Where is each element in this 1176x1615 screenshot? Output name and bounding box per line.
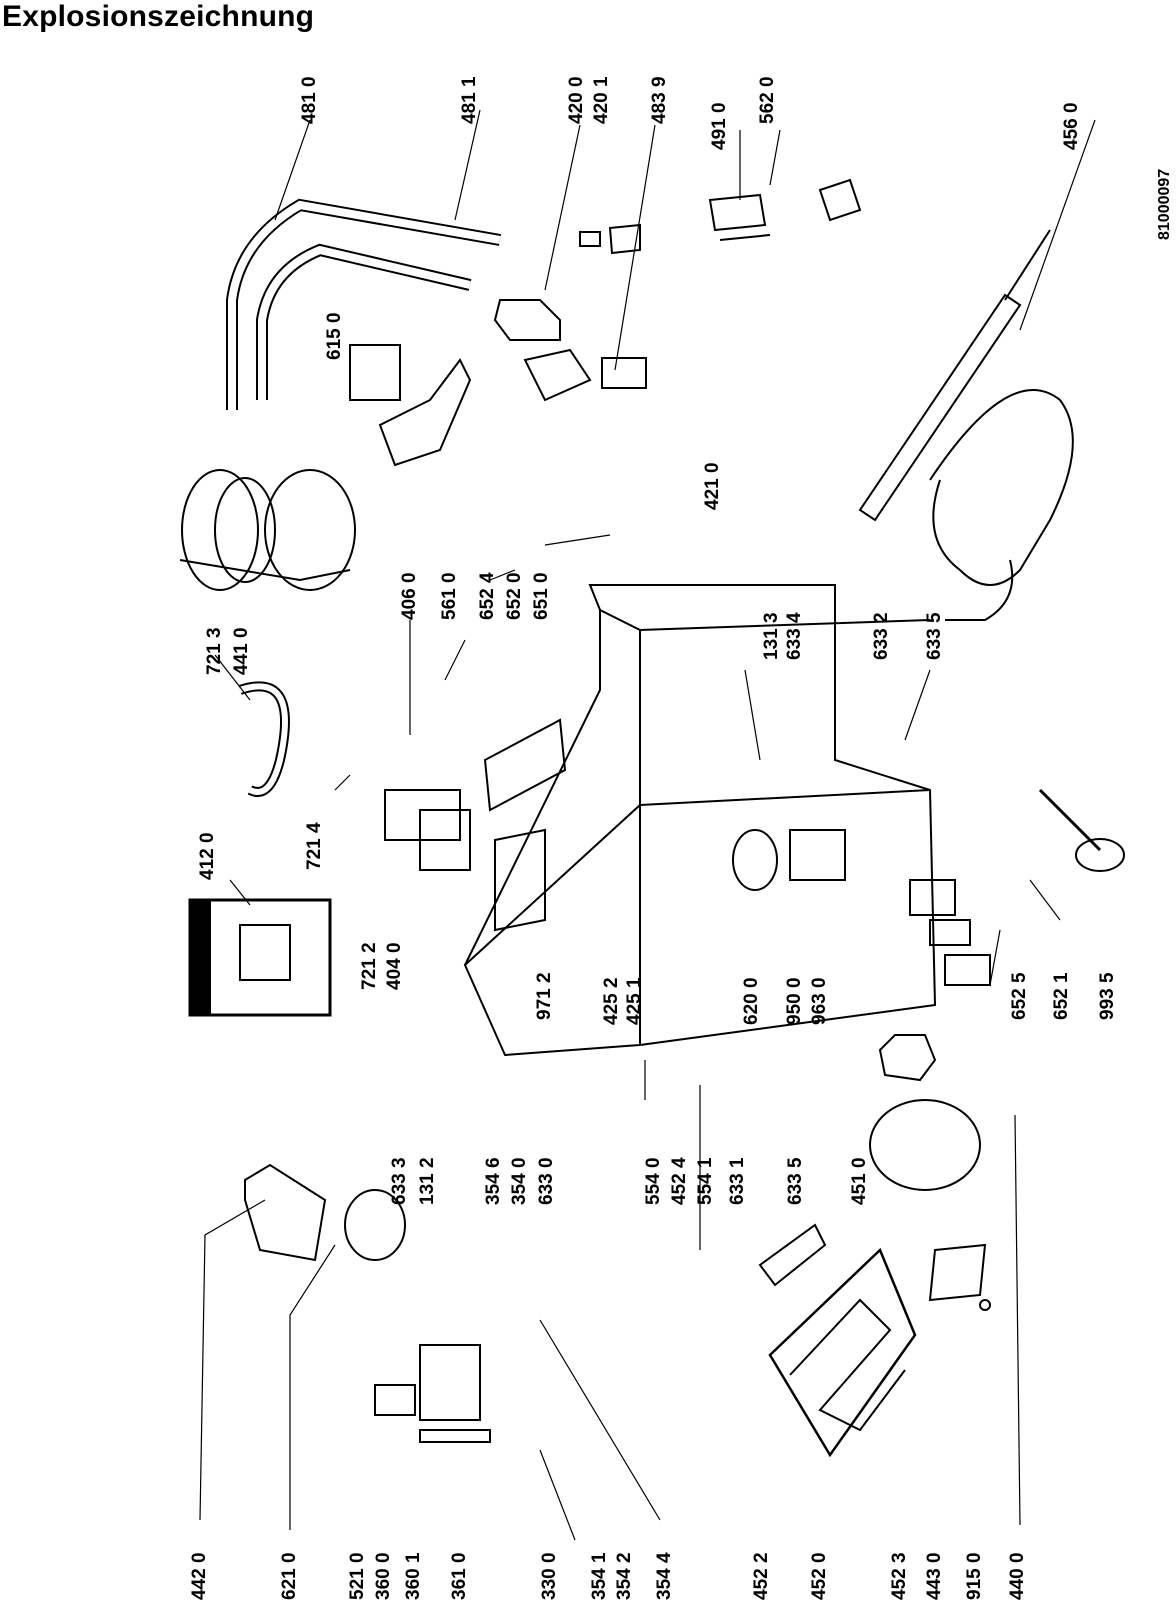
part-label: 425 1 <box>624 977 645 1025</box>
part-label: 554 0 <box>643 1157 664 1205</box>
part-label: 521 0 <box>347 1552 368 1600</box>
part-label: 425 2 <box>601 977 622 1025</box>
part-label: 360 0 <box>373 1552 394 1600</box>
part-label: 633 0 <box>536 1157 557 1205</box>
part-label: 621 0 <box>279 1552 300 1600</box>
part-label: 562 0 <box>757 76 778 124</box>
ring-element-451 <box>869 1034 991 1311</box>
part-label: 361 0 <box>449 1552 470 1600</box>
part-label: 354 6 <box>483 1157 504 1205</box>
part-label: 721 2 <box>359 942 380 990</box>
oven-housing <box>463 584 937 1057</box>
part-label: 651 0 <box>531 572 552 620</box>
capacitor-assembly <box>493 223 647 402</box>
grill-heating-pipes <box>226 198 502 410</box>
part-label: 633 1 <box>727 1157 748 1205</box>
part-label: 131 3 <box>761 612 782 660</box>
part-label: 456 0 <box>1061 102 1082 150</box>
part-label: 441 0 <box>231 627 252 675</box>
part-label: 421 0 <box>702 462 723 510</box>
part-label: 554 1 <box>695 1157 716 1205</box>
part-label: 131 2 <box>417 1157 438 1205</box>
document-number: 81000097 <box>1156 168 1173 240</box>
part-label: 404 0 <box>384 942 405 990</box>
part-label: 451 0 <box>849 1157 870 1205</box>
part-label: 354 2 <box>614 1552 635 1600</box>
part-label: 440 0 <box>1007 1552 1028 1600</box>
part-label: 615 0 <box>324 312 345 360</box>
part-label: 481 1 <box>459 76 480 124</box>
upper-right-brackets <box>708 178 862 241</box>
drive-belt <box>238 681 290 797</box>
part-label: 721 3 <box>204 627 225 675</box>
part-label: 950 0 <box>784 977 805 1025</box>
part-label: 354 0 <box>509 1157 530 1205</box>
part-label: 481 0 <box>299 76 320 124</box>
part-label: 620 0 <box>741 977 762 1025</box>
part-label: 406 0 <box>399 572 420 620</box>
heating-element-452 <box>758 1223 917 1458</box>
part-label: 412 0 <box>197 832 218 880</box>
part-label: 993 5 <box>1097 972 1118 1020</box>
part-label: 652 5 <box>1009 972 1030 1020</box>
part-label: 652 1 <box>1051 972 1072 1020</box>
part-label: 483 9 <box>649 76 670 124</box>
part-label: 915 0 <box>964 1552 985 1600</box>
part-label: 633 5 <box>785 1157 806 1205</box>
part-label: 360 1 <box>403 1552 424 1600</box>
part-label: 652 0 <box>504 572 525 620</box>
part-label: 633 3 <box>389 1157 410 1205</box>
part-label: 491 0 <box>709 102 730 150</box>
part-label: 442 0 <box>189 1552 210 1600</box>
part-label: 633 4 <box>784 612 805 660</box>
part-label: 652 4 <box>477 572 498 620</box>
bracket-615 <box>349 344 472 467</box>
oven-interior-parts <box>384 718 567 932</box>
thermostat-993 <box>1038 788 1125 872</box>
motor-442 <box>244 1163 406 1262</box>
fan-wheel <box>179 469 356 591</box>
heating-element-456 <box>858 229 1074 621</box>
leader-lines <box>199 109 1096 1541</box>
part-label: 420 0 <box>566 76 587 124</box>
lamp-652 <box>909 879 991 986</box>
part-label: 420 1 <box>591 76 612 124</box>
part-label: 452 0 <box>809 1552 830 1600</box>
control-module <box>374 1344 491 1443</box>
part-label: 633 2 <box>871 612 892 660</box>
page-title: Explosionszeichnung <box>2 0 315 33</box>
part-label: 452 3 <box>889 1552 910 1600</box>
part-label: 443 0 <box>924 1552 945 1600</box>
part-label: 963 0 <box>809 977 830 1025</box>
transformer-412 <box>188 898 332 1017</box>
part-label: 452 4 <box>669 1157 690 1205</box>
part-label: 452 2 <box>751 1552 772 1600</box>
part-label: 721 4 <box>304 822 325 870</box>
part-label: 561 0 <box>439 572 460 620</box>
part-label: 330 0 <box>539 1552 560 1600</box>
part-label: 971 2 <box>534 972 555 1020</box>
part-label: 354 4 <box>654 1552 675 1600</box>
part-label: 354 1 <box>589 1552 610 1600</box>
part-label: 633 5 <box>924 612 945 660</box>
